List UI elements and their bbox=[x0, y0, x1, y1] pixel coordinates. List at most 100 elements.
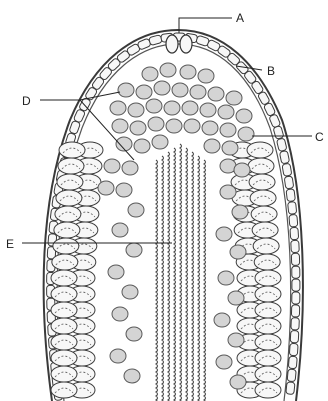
wall-cell bbox=[282, 163, 292, 176]
granule bbox=[148, 117, 164, 131]
granule bbox=[166, 119, 182, 133]
granule bbox=[128, 103, 144, 117]
granule bbox=[154, 81, 170, 95]
granule bbox=[222, 141, 238, 155]
granule bbox=[136, 85, 152, 99]
granule bbox=[124, 369, 140, 383]
filament-thread bbox=[186, 148, 188, 401]
filament-thread bbox=[198, 156, 200, 401]
granule bbox=[234, 163, 250, 177]
filament-thread bbox=[204, 160, 206, 401]
wall-cell bbox=[288, 202, 297, 215]
granule bbox=[182, 101, 198, 115]
wall-cell bbox=[290, 330, 299, 342]
column-cell bbox=[251, 206, 277, 222]
wall-cell bbox=[286, 189, 295, 202]
wall-cell bbox=[292, 292, 300, 304]
column-cell bbox=[255, 334, 281, 350]
wall-cell bbox=[287, 369, 296, 382]
wall-cell bbox=[279, 151, 289, 164]
granule bbox=[214, 313, 230, 327]
column-cell bbox=[51, 318, 77, 334]
column-cell bbox=[255, 318, 281, 334]
granule bbox=[112, 307, 128, 321]
wall-cell bbox=[286, 382, 295, 395]
granule bbox=[180, 65, 196, 79]
wall-cell bbox=[149, 35, 163, 46]
column-cell bbox=[51, 270, 77, 286]
wall-cell bbox=[289, 214, 298, 227]
granule bbox=[216, 355, 232, 369]
wall-cell bbox=[291, 318, 299, 330]
column-cell bbox=[248, 158, 274, 174]
wall-cell bbox=[292, 266, 300, 278]
granule bbox=[128, 203, 144, 217]
granule bbox=[98, 181, 114, 195]
granule bbox=[108, 265, 124, 279]
label-d: D bbox=[22, 94, 31, 108]
granule bbox=[184, 119, 200, 133]
granule bbox=[126, 327, 142, 341]
granule bbox=[198, 69, 214, 83]
column-cell bbox=[51, 382, 77, 398]
column-cell bbox=[59, 142, 85, 158]
granule bbox=[112, 223, 128, 237]
wall-cell bbox=[291, 305, 299, 317]
column-cell bbox=[52, 254, 78, 270]
filament-thread bbox=[156, 160, 158, 401]
column-cell bbox=[53, 238, 79, 254]
label-c: C bbox=[315, 130, 324, 144]
column-cell bbox=[255, 270, 281, 286]
column-cell bbox=[58, 158, 84, 174]
granule bbox=[218, 271, 234, 285]
column-cell bbox=[255, 286, 281, 302]
column-cell bbox=[255, 350, 281, 366]
filament-thread bbox=[168, 152, 170, 401]
granule bbox=[110, 349, 126, 363]
column-cell bbox=[255, 382, 281, 398]
granule bbox=[230, 245, 246, 259]
left-cell-column bbox=[51, 142, 103, 398]
granule bbox=[116, 183, 132, 197]
column-cell bbox=[247, 142, 273, 158]
granule bbox=[172, 83, 188, 97]
granule bbox=[220, 185, 236, 199]
column-cell bbox=[51, 366, 77, 382]
column-cell bbox=[51, 350, 77, 366]
wall-cell bbox=[284, 176, 294, 189]
column-cell bbox=[57, 174, 83, 190]
granule bbox=[122, 285, 138, 299]
label-e: E bbox=[6, 237, 14, 251]
granule bbox=[208, 87, 224, 101]
column-cell bbox=[55, 206, 81, 222]
column-cell bbox=[254, 254, 280, 270]
granule bbox=[218, 105, 234, 119]
wall-cell bbox=[292, 279, 300, 291]
label-a: A bbox=[236, 11, 244, 25]
filament-thread bbox=[162, 156, 164, 401]
wall-cell bbox=[276, 138, 287, 152]
granule bbox=[152, 135, 168, 149]
column-cell bbox=[255, 302, 281, 318]
granule bbox=[190, 85, 206, 99]
granule bbox=[238, 127, 254, 141]
granule bbox=[236, 109, 252, 123]
column-cell bbox=[51, 334, 77, 350]
granule bbox=[228, 333, 244, 347]
right-cell-column bbox=[229, 142, 281, 398]
wall-cell bbox=[290, 227, 299, 239]
granule bbox=[118, 83, 134, 97]
granule bbox=[134, 139, 150, 153]
granule bbox=[104, 159, 120, 173]
filament-thread bbox=[174, 148, 176, 401]
granule bbox=[160, 63, 176, 77]
column-cell bbox=[249, 174, 275, 190]
granule bbox=[230, 375, 246, 389]
filament-bundle bbox=[156, 144, 206, 401]
granule bbox=[226, 91, 242, 105]
granule bbox=[122, 161, 138, 175]
granule bbox=[232, 205, 248, 219]
wall-cell bbox=[288, 356, 297, 369]
granule bbox=[202, 121, 218, 135]
